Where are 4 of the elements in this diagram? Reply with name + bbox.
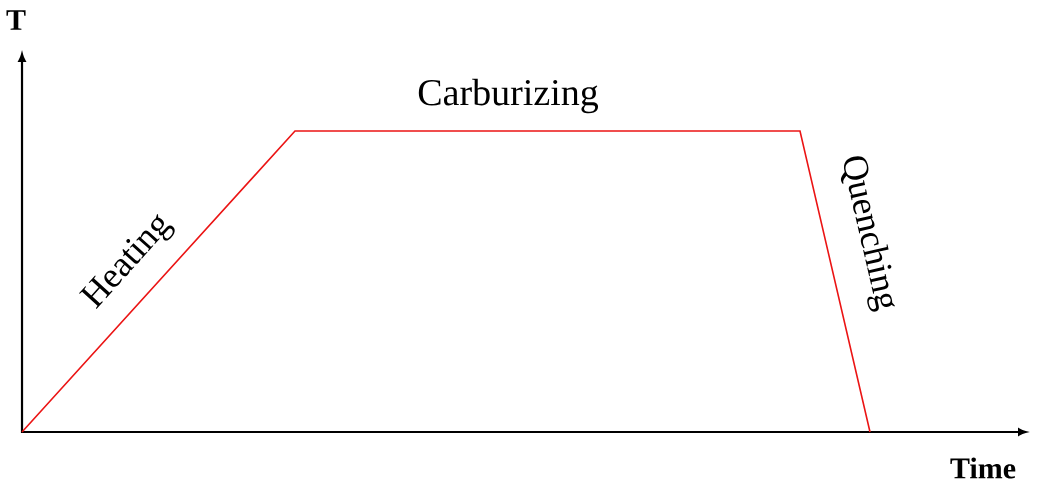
stage-label: Carburizing	[418, 78, 599, 114]
stage-label: Quenching	[840, 156, 895, 312]
axis-label: T	[6, 10, 26, 30]
axis-label: Time	[950, 457, 1016, 479]
